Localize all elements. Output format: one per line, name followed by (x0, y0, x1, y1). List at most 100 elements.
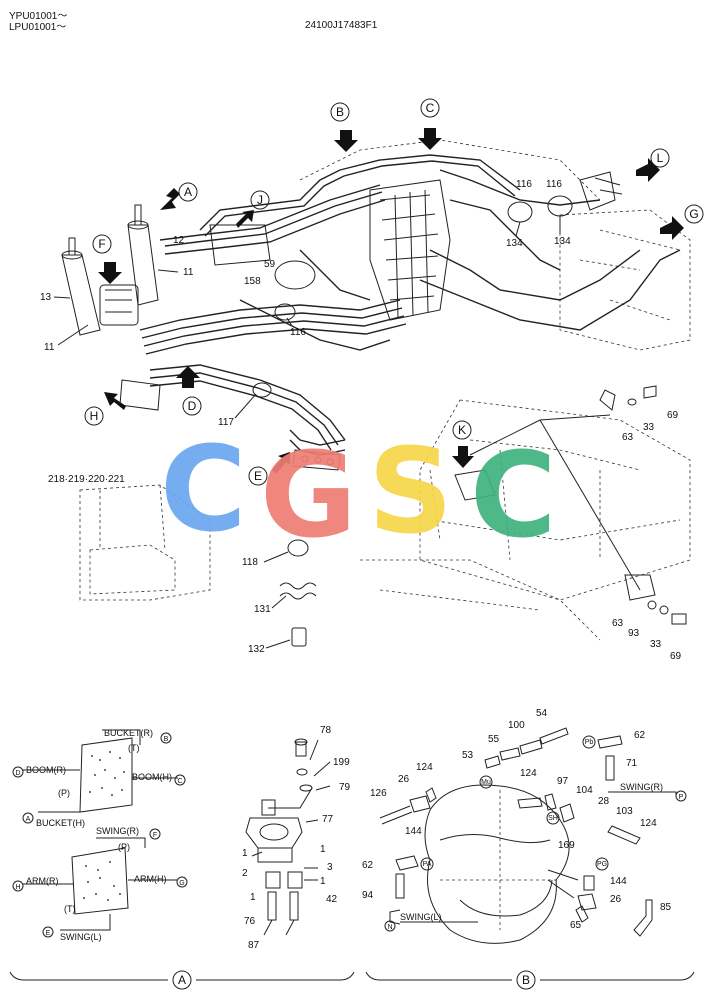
callout-g: G (689, 207, 698, 221)
arrow-icon (160, 188, 180, 210)
part-number: 103 (616, 806, 633, 817)
part-number: 158 (244, 276, 261, 287)
callout-l: L (657, 151, 664, 165)
port-label: (T) (64, 904, 76, 914)
motor-port-symbol: P (679, 794, 684, 801)
arrow-icon (176, 366, 200, 388)
part-number: 63 (622, 432, 634, 443)
part-number: 53 (462, 750, 474, 761)
part-number: 63 (612, 618, 624, 629)
arrow-icon (236, 210, 254, 228)
part-number: 131 (254, 604, 271, 615)
arrow-icon (636, 158, 660, 182)
port-label: (P) (118, 842, 130, 852)
motor-port-symbol: N (387, 924, 392, 931)
part-number: 65 (570, 920, 582, 931)
part-number: 169 (558, 840, 575, 851)
part-number: 26 (610, 894, 622, 905)
port-label: SWING(L) (60, 932, 102, 942)
part-number: 42 (326, 894, 338, 905)
cgsc-watermark: C G S C (160, 420, 557, 564)
arrow-icon (452, 446, 474, 468)
part-number: 78 (320, 725, 332, 736)
part-number: 93 (628, 628, 640, 639)
part-number: 144 (610, 876, 627, 887)
port-label: BUCKET(H) (36, 818, 85, 828)
part-number: 3 (327, 862, 333, 873)
part-number: 134 (506, 238, 523, 249)
detail-b-swing-motor: Pb Mu SH PA PG SWING(R) P N SWING(L) 54 … (362, 708, 687, 944)
drawing-number: 24100J17483F1 (305, 20, 378, 31)
motor-port-symbol: SH (548, 815, 558, 822)
part-number: 85 (660, 902, 672, 913)
part-number: 1 (320, 844, 326, 855)
part-number: 124 (640, 818, 657, 829)
port-label: BOOM(H) (132, 772, 172, 782)
motor-port-symbol: PG (597, 861, 607, 868)
part-number: 76 (244, 916, 256, 927)
part-number: 199 (333, 757, 350, 768)
callout-j: J (257, 193, 263, 207)
main-assembly (61, 139, 691, 647)
part-number: 33 (650, 639, 662, 650)
arrow-icon (272, 452, 290, 474)
part-number: 28 (598, 796, 610, 807)
part-number: 1 (320, 876, 326, 887)
part-number: 132 (248, 644, 265, 655)
part-number: 124 (520, 768, 537, 779)
part-number: 33 (643, 422, 655, 433)
motor-port-label: SWING(L) (400, 912, 442, 922)
part-number: 11 (44, 342, 55, 353)
callout-e: E (254, 469, 262, 483)
part-number: 117 (218, 417, 234, 428)
callout-f: F (98, 237, 105, 251)
arrow-icon (104, 392, 126, 410)
part-number: 116 (516, 179, 532, 190)
motor-port-label: SWING(R) (620, 782, 663, 792)
port-symbol: E (46, 930, 51, 937)
pilot-valve-exploded: 78 199 79 77 1 1 2 3 1 1 76 42 87 (242, 725, 351, 951)
part-number: 104 (576, 785, 593, 796)
port-symbol: A (26, 816, 31, 823)
part-number: 55 (488, 734, 500, 745)
port-symbol: F (153, 832, 157, 839)
port-symbol: G (179, 880, 184, 887)
part-number: 218·219·220·221 (48, 474, 125, 485)
port-symbol: C (177, 778, 182, 785)
section-label-a: A (178, 973, 186, 987)
arrow-icon (660, 216, 684, 240)
part-number: 71 (626, 758, 638, 769)
part-number: 79 (339, 782, 351, 793)
part-number: 2 (242, 868, 248, 879)
part-number: 97 (557, 776, 569, 787)
motor-port-symbol: Pb (585, 739, 594, 746)
part-number: 13 (40, 292, 52, 303)
part-number: 69 (667, 410, 679, 421)
part-number: 77 (322, 814, 334, 825)
port-label: ARM(R) (26, 876, 59, 886)
watermark-letter: C (160, 420, 247, 558)
callout-a: A (184, 185, 192, 199)
part-number: 11 (183, 267, 194, 278)
port-label: ARM(H) (134, 874, 167, 884)
arrow-icon (418, 128, 442, 150)
callout-d: D (188, 399, 197, 413)
part-number: 100 (508, 720, 525, 731)
port-symbol: H (15, 884, 20, 891)
port-symbol: B (164, 736, 169, 743)
port-label: BOOM(R) (26, 765, 66, 775)
motor-port-symbol: Mu (481, 779, 491, 786)
arrow-icon (98, 262, 122, 284)
part-number: 1 (242, 848, 248, 859)
part-number: 54 (536, 708, 548, 719)
serial-number-line-1: YPU01001～ (9, 11, 68, 22)
callout-c: C (426, 101, 435, 115)
detail-a-valve-ports: BUCKET(R) (T) BOOM(R) BOOM(H) (P) BUCKET… (12, 728, 188, 942)
part-number: 94 (362, 890, 374, 901)
section-label-b: B (522, 973, 530, 987)
callout-circles: A B C D E F G H J K L (84, 98, 704, 486)
part-number: 59 (264, 259, 276, 270)
port-label: BUCKET(R) (104, 728, 153, 738)
part-number: 118 (242, 557, 258, 568)
part-number: 62 (362, 860, 374, 871)
